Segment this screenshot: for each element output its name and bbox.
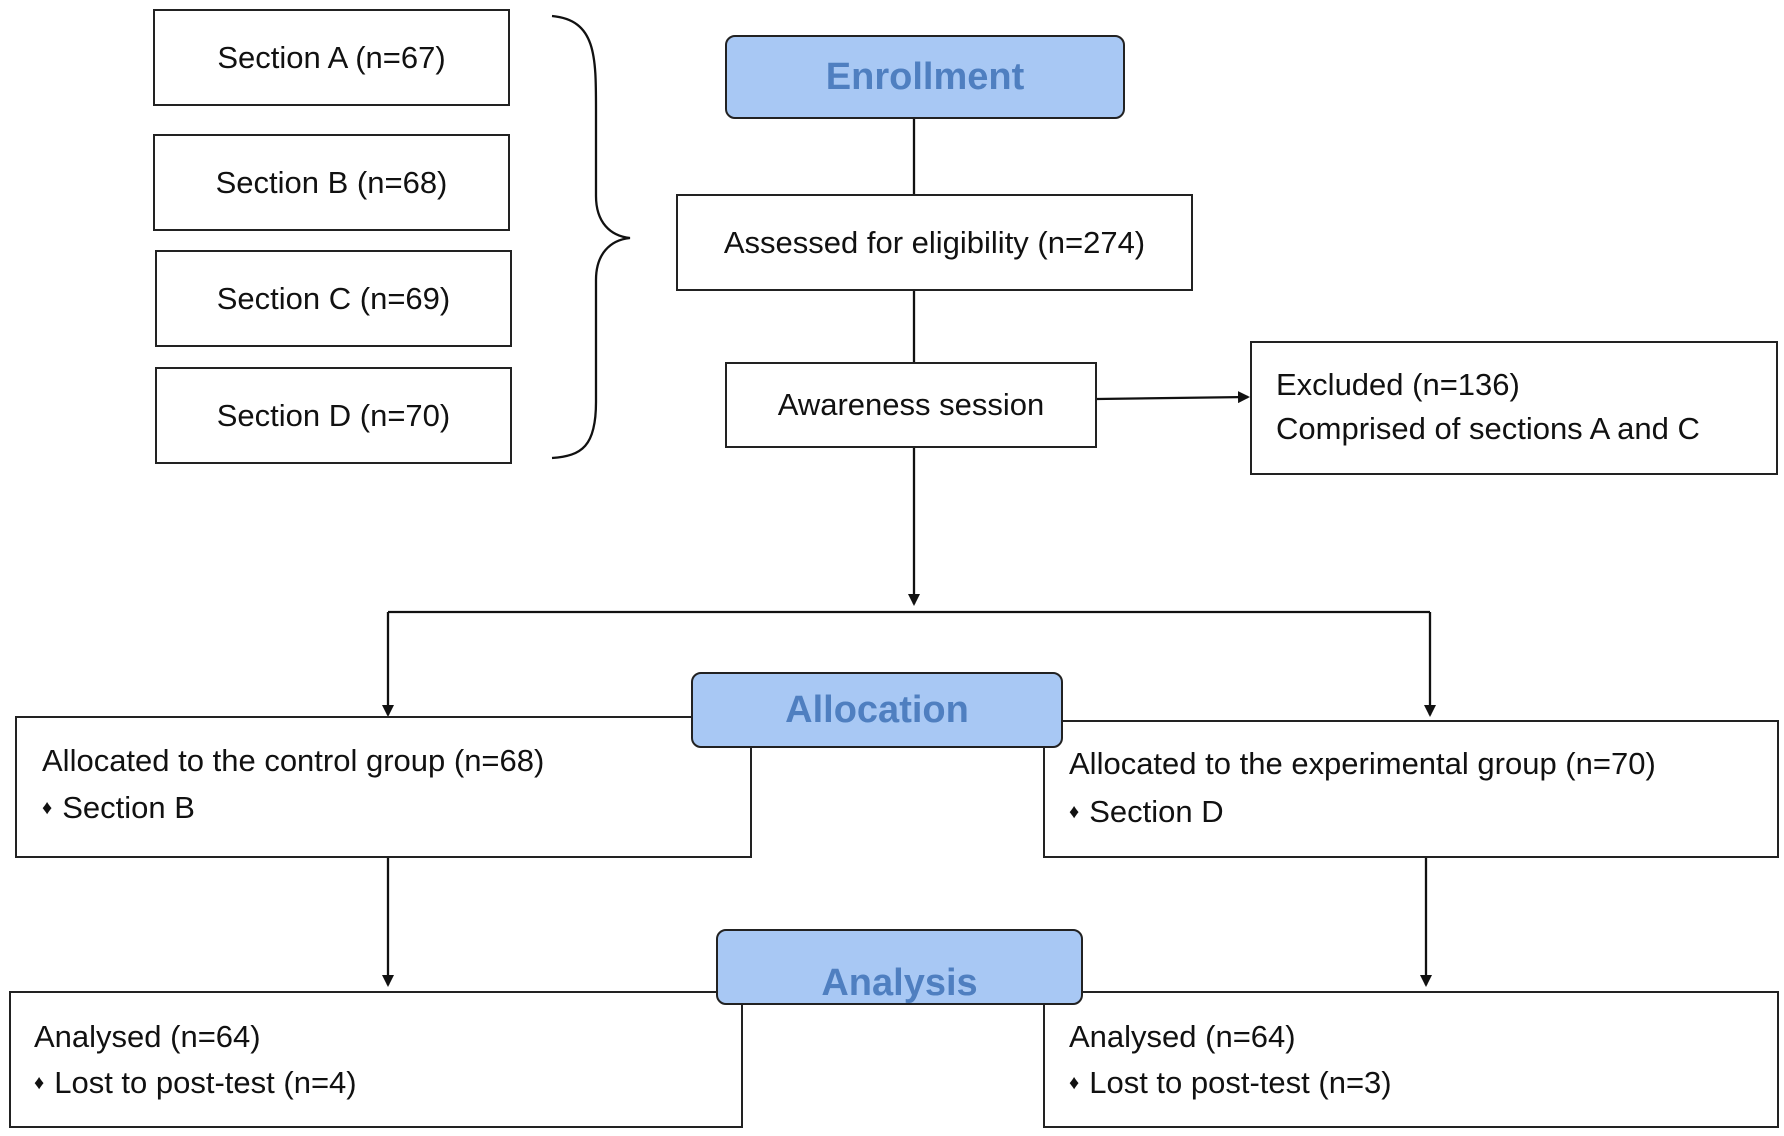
diamond-bullet-icon: ♦ <box>42 796 53 819</box>
excluded-line2: Comprised of sections A and C <box>1276 411 1700 446</box>
experimental-group-bullet-item: ♦ Section D <box>1069 794 1224 832</box>
experimental-group-section: Section D <box>1089 794 1224 829</box>
awareness-label: Awareness session <box>777 387 1045 422</box>
control-group-bullet-item: ♦ Section B <box>42 790 195 828</box>
section-b-box: Section B (n=68) <box>153 134 510 231</box>
section-d-label: Section D (n=70) <box>216 397 451 433</box>
section-d-box: Section D (n=70) <box>155 367 512 464</box>
analysis-header: Analysis <box>716 929 1083 1005</box>
awareness-to-excluded-arrow <box>1096 391 1250 404</box>
analysis-right-lost: Lost to post-test (n=3) <box>1089 1065 1392 1100</box>
excluded-box: Excluded (n=136) Comprised of sections A… <box>1250 341 1778 475</box>
section-a-box: Section A (n=67) <box>153 9 510 106</box>
enrollment-header: Enrollment <box>725 35 1125 119</box>
diamond-bullet-icon: ♦ <box>1069 1071 1080 1094</box>
section-b-label: Section B (n=68) <box>215 164 448 200</box>
analysis-label: Analysis <box>821 961 978 1004</box>
section-a-label: Section A (n=67) <box>217 39 446 75</box>
enrollment-label: Enrollment <box>825 55 1025 98</box>
assessed-box: Assessed for eligibility (n=274) <box>676 194 1193 291</box>
diamond-bullet-icon: ♦ <box>1069 800 1080 823</box>
allocation-header: Allocation <box>691 672 1063 748</box>
section-c-box: Section C (n=69) <box>155 250 512 347</box>
excluded-line1: Excluded (n=136) <box>1276 367 1520 402</box>
section-c-label: Section C (n=69) <box>216 280 451 316</box>
analysis-right-title: Analysed (n=64) <box>1069 1019 1296 1054</box>
diamond-bullet-icon: ♦ <box>34 1071 45 1094</box>
awareness-box: Awareness session <box>725 362 1097 448</box>
analysis-right-box: Analysed (n=64) ♦ Lost to post-test (n=3) <box>1043 991 1779 1128</box>
control-group-section: Section B <box>62 790 195 825</box>
analysis-left-bullet-item: ♦ Lost to post-test (n=4) <box>34 1065 357 1103</box>
assessed-label: Assessed for eligibility (n=274) <box>723 224 1146 260</box>
experimental-group-title: Allocated to the experimental group (n=7… <box>1069 746 1656 781</box>
control-group-box: Allocated to the control group (n=68) ♦ S… <box>15 716 752 858</box>
section-brace <box>551 14 631 460</box>
control-group-title: Allocated to the control group (n=68) <box>42 743 545 778</box>
allocation-label: Allocation <box>785 688 969 731</box>
experimental-group-box: Allocated to the experimental group (n=7… <box>1043 720 1779 858</box>
analysis-left-title: Analysed (n=64) <box>34 1019 261 1054</box>
analysis-left-box: Analysed (n=64) ♦ Lost to post-test (n=4) <box>9 991 743 1128</box>
analysis-left-lost: Lost to post-test (n=4) <box>54 1065 357 1100</box>
analysis-right-bullet-item: ♦ Lost to post-test (n=3) <box>1069 1065 1392 1103</box>
